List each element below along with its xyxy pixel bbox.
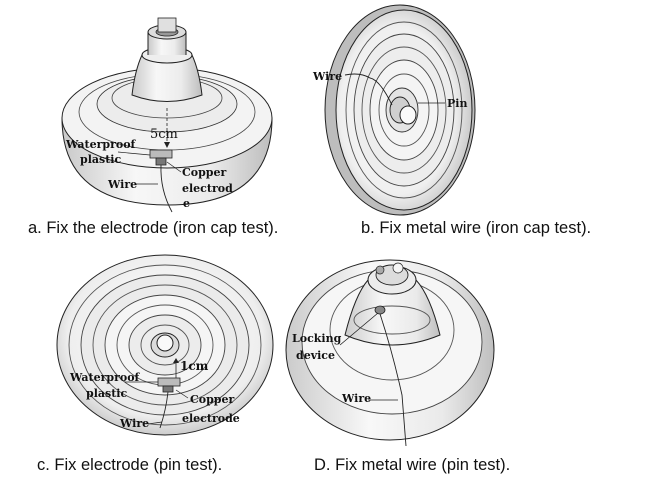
caption-d: D. Fix metal wire (pin test). [314, 456, 511, 474]
caption-a: a. Fix the electrode (iron cap test). [28, 219, 279, 237]
waterproof-plastic-label-line1: Waterproof [70, 371, 140, 384]
panel-c: 1cm Waterproof plastic Copper electrode … [0, 250, 290, 450]
copper-electrode-label-line2: electrode [182, 412, 240, 425]
copper-electrode-label-line1: Copper [182, 166, 227, 179]
insulator-pin-front-view [56, 254, 274, 436]
copper-electrode-label-line1: Copper [190, 393, 235, 406]
pin-label: Pin [447, 97, 468, 110]
waterproof-plastic-label-line1: Waterproof [66, 138, 136, 151]
insulator-pin-side-view [285, 259, 495, 447]
wire-label: Wire [120, 417, 150, 430]
insulator-iron-cap-front-view [324, 4, 476, 216]
insulator-iron-cap-side-view [61, 17, 273, 213]
panel-d: Locking device Wire [280, 250, 500, 450]
caption-c: c. Fix electrode (pin test). [37, 456, 223, 474]
locking-device-label-line2: device [296, 349, 335, 362]
wire-label: Wire [108, 178, 138, 191]
wire-label: Wire [313, 70, 343, 83]
panel-b: Wire Pin [300, 0, 650, 245]
copper-electrode-label-line2: electrod [182, 182, 233, 195]
dimension-label: 1cm [180, 359, 209, 373]
copper-electrode-label-line3: e [183, 197, 190, 210]
waterproof-plastic-label-line2: plastic [80, 153, 122, 166]
panel-a: 5cm Waterproof plastic Copper electrod e… [0, 0, 330, 245]
caption-b: b. Fix metal wire (iron cap test). [361, 219, 592, 237]
dimension-label: 5cm [150, 127, 178, 142]
wire-label: Wire [342, 392, 372, 405]
locking-device-label-line1: Locking [292, 332, 342, 345]
waterproof-plastic-label-line2: plastic [86, 387, 128, 400]
